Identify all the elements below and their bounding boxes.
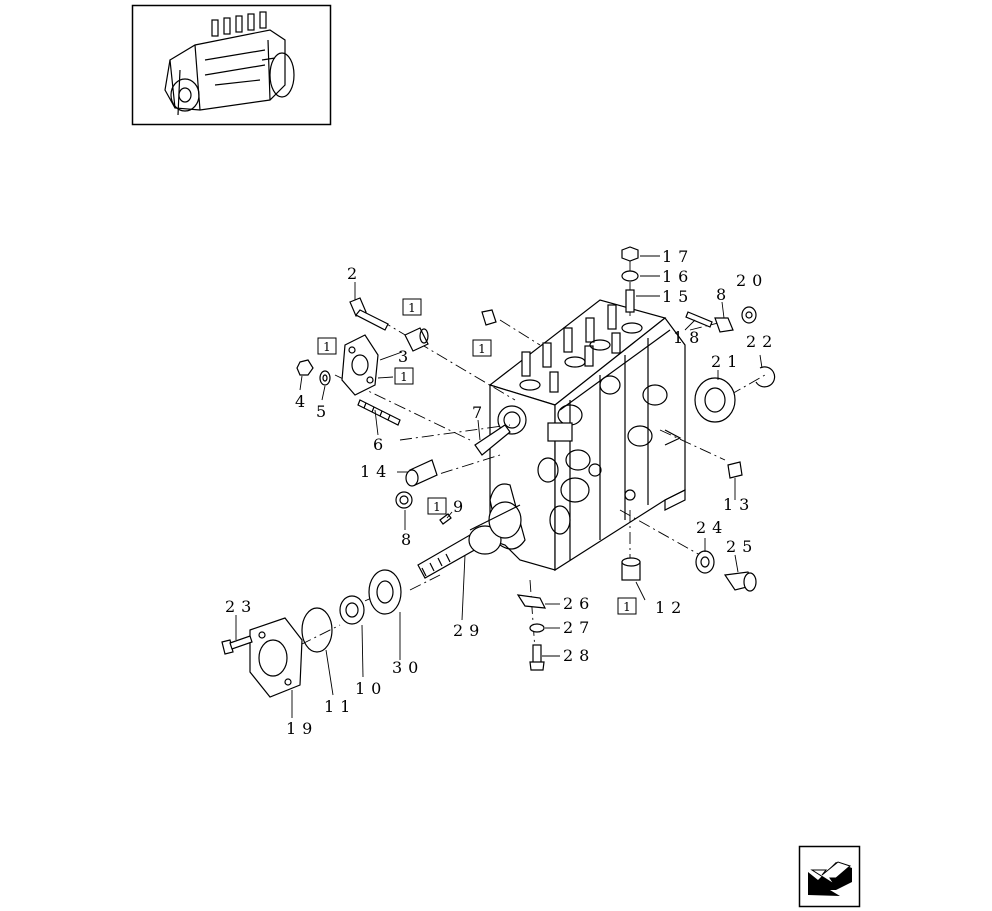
clip-part-26: [516, 594, 547, 609]
bearing-part-21: [694, 377, 736, 423]
callout-23: 23: [225, 597, 257, 616]
callout-24: 24: [696, 518, 728, 537]
callout-8b: 8: [716, 285, 732, 304]
next-page-arrow-icon: [808, 861, 852, 896]
circlip-part-22: [755, 366, 776, 388]
bearing-part-30: [368, 569, 402, 615]
svg-text:1: 1: [478, 342, 486, 356]
nut-part-17: [621, 246, 639, 262]
next-page-button[interactable]: [798, 845, 861, 908]
plug-part-14: [405, 459, 438, 487]
callout-labels: 2 3 4 5 6 7 14 8 9 17 16 15 8 20 18 22 2…: [225, 247, 778, 738]
callout-19: 19: [286, 719, 318, 738]
washer-part-16: [621, 270, 639, 282]
svg-text:1: 1: [408, 301, 416, 315]
svg-text:1: 1: [323, 340, 331, 354]
callout-4: 4: [295, 392, 311, 411]
cap-part-8: [395, 491, 413, 509]
oring-part-11: [301, 607, 333, 653]
sleeve-part-13: [727, 461, 743, 479]
ref-box-1b: 1: [472, 339, 492, 357]
bolt-part-28: [529, 644, 545, 671]
callout-8: 8: [401, 530, 417, 549]
callout-28: 28: [563, 646, 595, 665]
callout-26: 26: [563, 594, 595, 613]
callout-22: 22: [746, 332, 778, 351]
leader-lines: [235, 255, 763, 718]
svg-text:1: 1: [433, 500, 441, 514]
bolt-part-23: [221, 635, 253, 655]
callout-3: 3: [398, 347, 414, 366]
thumbnail-frame[interactable]: [131, 4, 332, 126]
callout-21: 21: [711, 352, 743, 371]
callout-10: 10: [355, 679, 387, 698]
ref-box-1d: 1: [394, 367, 414, 385]
callout-20: 20: [736, 271, 768, 290]
washer-part-27: [529, 623, 545, 633]
callout-11: 11: [324, 697, 356, 716]
callout-25: 25: [726, 537, 758, 556]
callout-14: 14: [360, 462, 392, 481]
screw-top: [481, 309, 497, 326]
callout-7: 7: [472, 403, 488, 422]
camshaft: [417, 501, 522, 579]
callout-15: 15: [662, 287, 694, 306]
stud-part-15: [625, 289, 635, 313]
ref-box-1e: 1: [427, 497, 447, 515]
spacer-part-10: [339, 595, 365, 625]
callout-27: 27: [563, 618, 595, 637]
svg-text:1: 1: [400, 370, 408, 384]
callout-30: 30: [392, 658, 424, 677]
washer-part-24: [695, 550, 715, 574]
callout-6: 6: [373, 435, 389, 454]
screw-part-18: [685, 311, 734, 333]
plate-part-3: [341, 334, 379, 396]
ref-box-1: 1: [402, 298, 422, 316]
bolt-part-2: [349, 297, 389, 331]
callout-5: 5: [316, 402, 332, 421]
svg-text:1: 1: [623, 600, 631, 614]
washer-part-5: [319, 370, 331, 386]
ref-box-1c: 1: [317, 337, 337, 355]
callout-18: 18: [673, 328, 705, 347]
callout-9: 9: [453, 497, 469, 516]
injection-pump-thumbnail-icon: [164, 11, 295, 116]
callout-2: 2: [347, 264, 363, 283]
nut-part-4: [296, 359, 314, 376]
washer-part-20: [741, 306, 757, 324]
callout-29: 29: [453, 621, 485, 640]
callout-13: 13: [723, 495, 755, 514]
stud-part-6: [357, 399, 401, 426]
bush-part-12: [621, 557, 641, 581]
stud-row: [519, 304, 643, 393]
callout-17: 17: [662, 247, 694, 266]
callout-12: 12: [655, 598, 687, 617]
flange-part-19: [249, 617, 303, 698]
ref-box-1f: 1: [617, 597, 637, 615]
callout-16: 16: [662, 267, 694, 286]
sleeve-part: [404, 327, 429, 352]
lever-part-7: [474, 424, 511, 456]
plug-part-25: [723, 571, 757, 592]
